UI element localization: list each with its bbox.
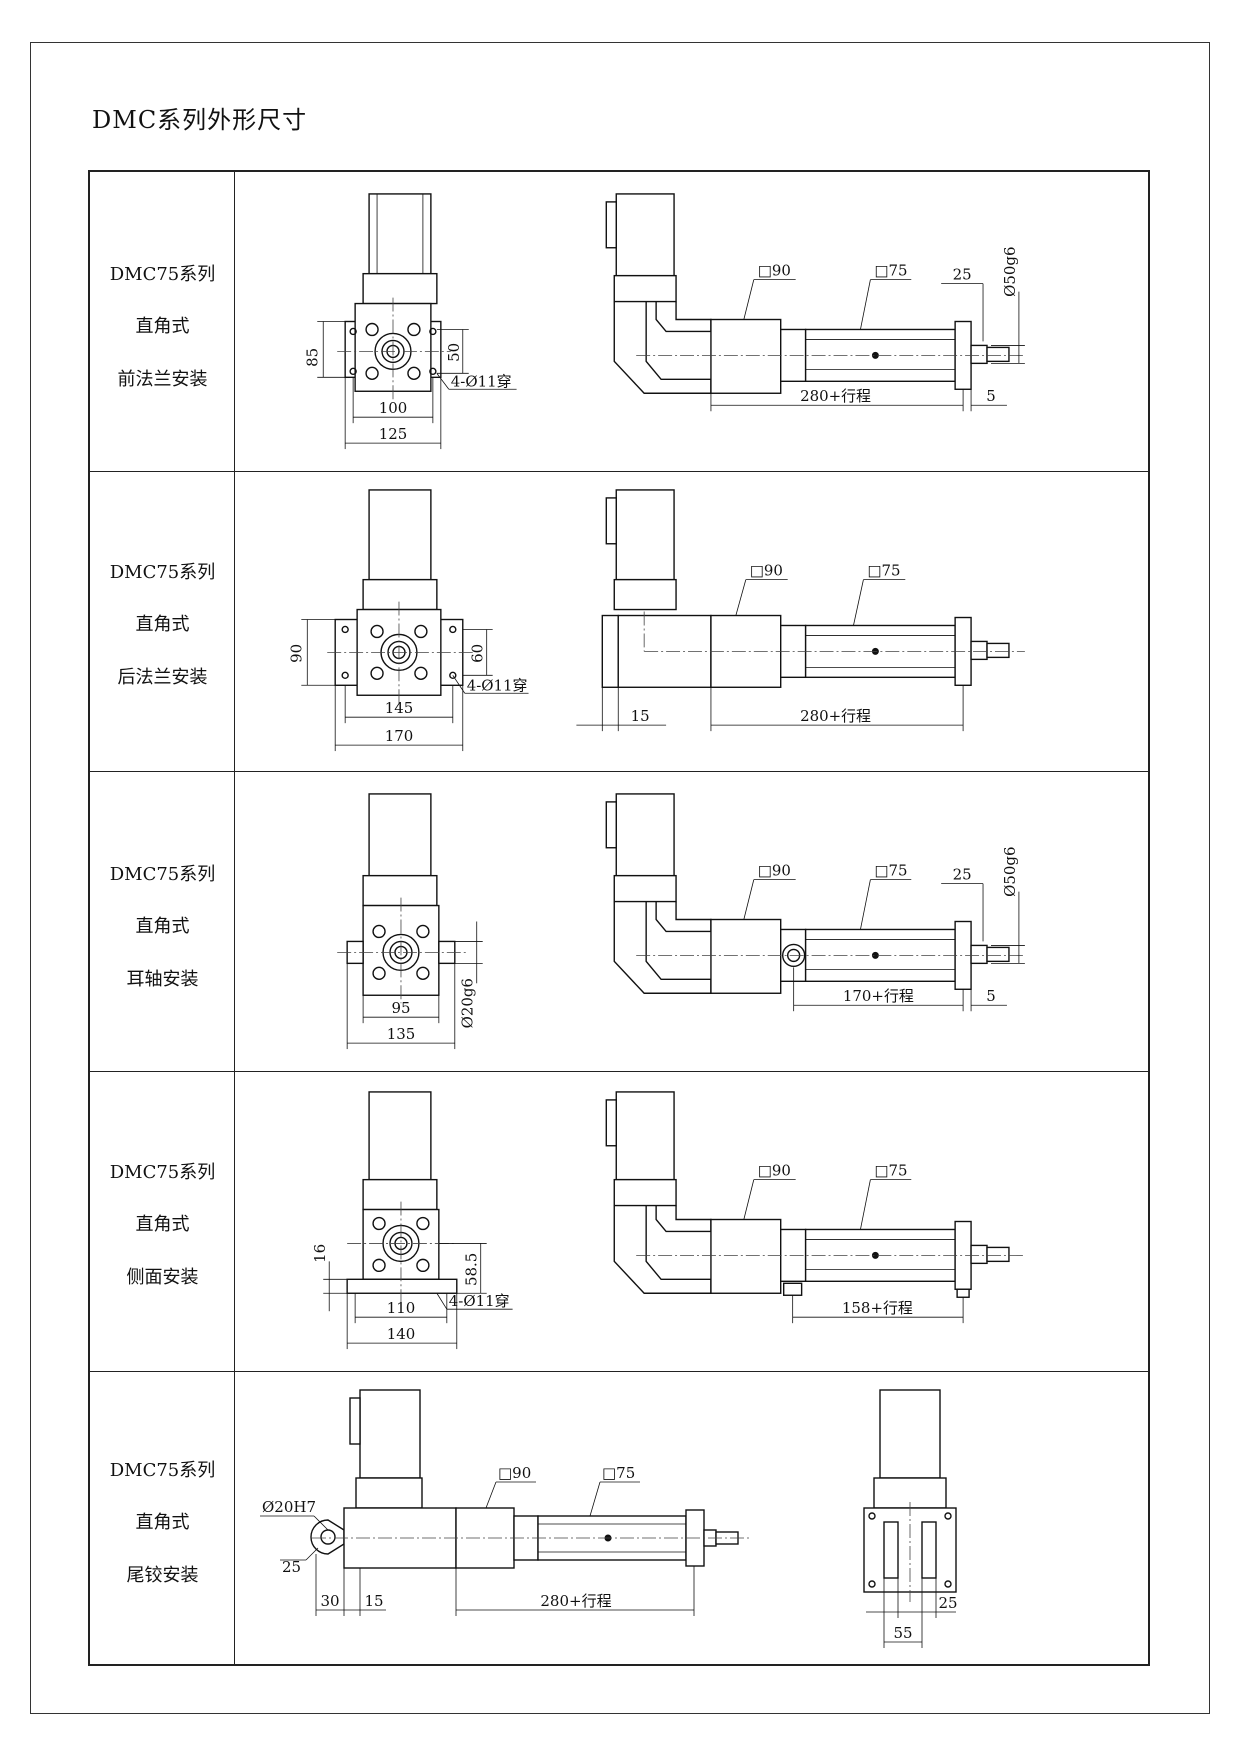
drawing-rear-clevis: □90 □75 Ø20H7 25 30 15 280+行程	[260, 1389, 958, 1648]
dim-inner: 95	[391, 999, 410, 1017]
row-label: DMC75系列 直角式 尾铰安装	[90, 1372, 235, 1666]
front-view: Ø20g6 95 135	[337, 793, 483, 1050]
dim-bolt-v: 50	[445, 343, 463, 362]
dim-bolt-h: 100	[379, 399, 408, 417]
dim-clevis: 30	[320, 1592, 339, 1610]
front-view: 16 58.5 4-Ø11穿 110 140	[311, 1091, 513, 1350]
label-type: 直角式	[135, 316, 190, 337]
label-type: 直角式	[135, 1512, 190, 1533]
dim-square-b: □75	[602, 1464, 635, 1482]
dim-holes: 4-Ø11穿	[451, 372, 512, 390]
dim-width: 135	[387, 1025, 416, 1043]
dim-square-b: □75	[874, 862, 907, 880]
dim-radius: 25	[282, 1558, 301, 1576]
label-type: 直角式	[135, 614, 190, 635]
page-border	[30, 42, 1210, 1714]
side-view: □90 □75 158+行程	[605, 1091, 1025, 1324]
dim-square-a: □90	[758, 862, 791, 880]
side-view: □90 □75 15 280+行程	[576, 489, 1025, 732]
drawing-front-flange: 85 50 4-Ø11穿 100 125	[303, 193, 1025, 450]
dim-holes: 4-Ø11穿	[449, 1292, 510, 1310]
dim-width: 140	[387, 1325, 416, 1343]
dim-square-b: □75	[874, 262, 907, 280]
dim-square-a: □90	[750, 562, 783, 580]
row-side-mount: DMC75系列 直角式 侧面安装 16 58.5 4-Ø11穿	[90, 1072, 1148, 1372]
label-series: DMC75系列	[109, 1162, 216, 1183]
dim-offset: 15	[631, 707, 650, 725]
row-label: DMC75系列 直角式 耳轴安装	[90, 772, 235, 1071]
dimension-table: DMC75系列 直角式 前法兰安装 85 50	[88, 170, 1150, 1666]
dim-width: 125	[379, 425, 408, 443]
row-rear-clevis: DMC75系列 直角式 尾铰安装 □9	[90, 1372, 1148, 1666]
dim-stroke: 158+行程	[842, 1299, 913, 1317]
end-view: 25 55	[863, 1389, 958, 1648]
dim-inner: 110	[387, 1299, 416, 1317]
dim-stroke: 280+行程	[800, 387, 871, 405]
dim-rod-len: 25	[953, 866, 972, 884]
drawing-trunnion: Ø20g6 95 135	[337, 793, 1025, 1050]
dim-rod-dia: Ø50g6	[1001, 847, 1019, 897]
label-series: DMC75系列	[109, 264, 216, 285]
dim-pin-dia: Ø20H7	[262, 1498, 316, 1516]
dim-width: 170	[385, 727, 414, 745]
label-type: 直角式	[135, 1214, 190, 1235]
label-mount: 后法兰安装	[117, 667, 208, 688]
side-view: □90 □75 Ø20H7 25 30 15 280+行程	[260, 1389, 752, 1616]
side-view: □90 □75 25 Ø50g6 280+行程 5	[605, 193, 1025, 412]
front-view: 85 50 4-Ø11穿 100 125	[303, 193, 517, 450]
row-rear-flange: DMC75系列 直角式 后法兰安装 90 60 4-Ø11穿	[90, 472, 1148, 772]
dim-stroke: 280+行程	[800, 707, 871, 725]
dim-square-a: □90	[758, 262, 791, 280]
label-mount: 侧面安装	[126, 1267, 199, 1288]
dim-end: 5	[986, 387, 996, 405]
dim-end-width: 55	[893, 1624, 912, 1642]
dim-square-b: □75	[867, 562, 900, 580]
dim-foot-h: 16	[311, 1244, 329, 1263]
dim-bolt-v: 60	[469, 644, 487, 663]
label-series: DMC75系列	[109, 1460, 216, 1481]
dim-holes: 4-Ø11穿	[467, 676, 528, 694]
dim-height: 85	[303, 348, 321, 367]
row-label: DMC75系列 直角式 后法兰安装	[90, 472, 235, 771]
drawing-rear-flange: 90 60 4-Ø11穿 145 170	[287, 489, 1025, 752]
label-mount: 前法兰安装	[117, 369, 208, 390]
side-view: □90 □75 25 Ø50g6 170+行程 5	[605, 793, 1025, 1012]
dim-slot: 25	[938, 1594, 957, 1612]
label-type: 直角式	[135, 916, 190, 937]
dim-bolt-h: 145	[385, 699, 414, 717]
dim-offset: 15	[364, 1592, 383, 1610]
dim-end: 5	[986, 987, 996, 1005]
label-mount: 耳轴安装	[126, 969, 199, 990]
label-series: DMC75系列	[109, 562, 216, 583]
dim-center-h: 58.5	[463, 1253, 481, 1286]
row-trunnion: DMC75系列 直角式 耳轴安装 Ø20g6 95	[90, 772, 1148, 1072]
dim-rod-len: 25	[953, 266, 972, 284]
drawing-side-mount: 16 58.5 4-Ø11穿 110 140	[311, 1091, 1025, 1350]
dim-square-a: □90	[498, 1464, 531, 1482]
dim-square-a: □90	[758, 1162, 791, 1180]
front-view: 90 60 4-Ø11穿 145 170	[287, 489, 529, 752]
label-mount: 尾铰安装	[126, 1565, 199, 1586]
label-series: DMC75系列	[109, 864, 216, 885]
row-label: DMC75系列 直角式 侧面安装	[90, 1072, 235, 1371]
row-label: DMC75系列 直角式 前法兰安装	[90, 172, 235, 471]
dim-rod-dia: Ø50g6	[1001, 247, 1019, 297]
dim-square-b: □75	[874, 1162, 907, 1180]
dim-stroke: 280+行程	[540, 1592, 611, 1610]
row-front-flange: DMC75系列 直角式 前法兰安装 85 50	[90, 172, 1148, 472]
dim-trunnion-dia: Ø20g6	[459, 978, 477, 1028]
page-title: DMC系列外形尺寸	[92, 106, 308, 134]
dim-stroke: 170+行程	[843, 987, 914, 1005]
dim-height: 90	[287, 644, 305, 663]
